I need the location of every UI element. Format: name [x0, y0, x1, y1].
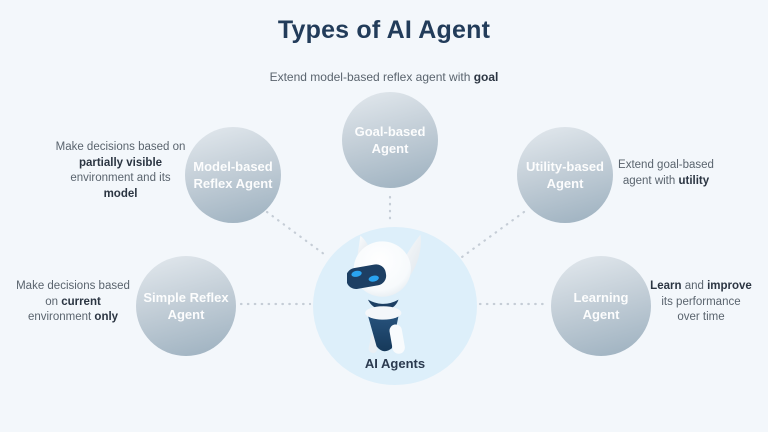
- annotation-line: its performance: [642, 295, 760, 311]
- robot-torso: [368, 315, 399, 352]
- annotation-text: environment: [27, 311, 95, 323]
- annotation-text-bold: current: [61, 295, 101, 308]
- annotation-text: Extend goal-based: [618, 159, 714, 171]
- annotation-line: partially visible: [28, 156, 213, 172]
- robot-right-leg: [389, 324, 405, 354]
- annotation-line: Make decisions based: [12, 279, 134, 295]
- annotation-model-based: Make decisions based on partially visibl…: [28, 140, 213, 202]
- annotation-text-bold: goal: [473, 70, 499, 84]
- annotation-text-bold: partially visible: [78, 156, 163, 169]
- robot-eye-left: [351, 270, 362, 277]
- node-label: Goal-based Agent: [354, 124, 426, 156]
- annotation-line: Make decisions based on: [28, 140, 213, 156]
- annotation-text-bold: improve: [707, 280, 752, 292]
- node-goal-based-agent: Goal-based Agent: [342, 92, 438, 188]
- annotation-text: and: [681, 280, 708, 292]
- connector-model-center: [265, 210, 330, 259]
- node-label: Utility-based Agent: [525, 159, 604, 191]
- annotation-text: over time: [677, 311, 725, 323]
- node-model-based-reflex-agent: Model-based Reflex Agent: [185, 127, 281, 223]
- annotation-text: Make decisions based on: [55, 141, 186, 153]
- annotation-text-bold: only: [94, 311, 119, 323]
- annotation-text: Make decisions based: [16, 280, 130, 292]
- annotation-text: its performance: [661, 295, 741, 308]
- robot-eye-right: [368, 275, 379, 282]
- node-utility-based-agent: Utility-based Agent: [517, 127, 613, 223]
- annotation-simple-reflex: Make decisions based on current environm…: [12, 279, 134, 326]
- annotation-line: agent with utility: [608, 174, 724, 190]
- annotation-text: Extend model-based reflex agent with: [269, 70, 474, 84]
- node-label: Simple Reflex Agent: [143, 290, 229, 322]
- annotation-line: Learn and improve: [642, 279, 760, 295]
- connector-utility-center: [460, 210, 526, 259]
- node-simple-reflex-agent: Simple Reflex Agent: [136, 256, 236, 356]
- center-hub-label: AI Agents: [364, 356, 426, 371]
- annotation-text-bold: utility: [678, 174, 710, 187]
- annotation-text-bold: Learn: [650, 280, 682, 292]
- node-label: Model-based Reflex Agent: [193, 159, 273, 191]
- annotation-line: over time: [642, 310, 760, 326]
- annotation-utility-based: Extend goal-based agent with utility: [608, 158, 724, 189]
- annotation-goal-based: Extend model-based reflex agent with goa…: [0, 70, 768, 86]
- annotation-line: model: [28, 187, 213, 203]
- annotation-text-bold: model: [103, 187, 138, 200]
- robot-mascot-icon: [347, 234, 421, 354]
- annotation-line: Extend goal-based: [608, 158, 724, 174]
- annotation-text: environment and its: [70, 172, 171, 184]
- annotation-line: environment and its: [28, 171, 213, 187]
- node-label: Learning Agent: [573, 290, 629, 322]
- annotation-learning: Learn and improve its performance over t…: [642, 279, 760, 326]
- annotation-text: on: [45, 295, 62, 308]
- annotation-text: agent with: [622, 174, 679, 187]
- robot-visor: [347, 264, 387, 289]
- node-learning-agent: Learning Agent: [551, 256, 651, 356]
- robot-collar: [365, 306, 402, 320]
- annotation-line: environment only: [12, 310, 134, 326]
- diagram-title: Types of AI Agent: [277, 16, 491, 44]
- annotation-line: on current: [12, 295, 134, 311]
